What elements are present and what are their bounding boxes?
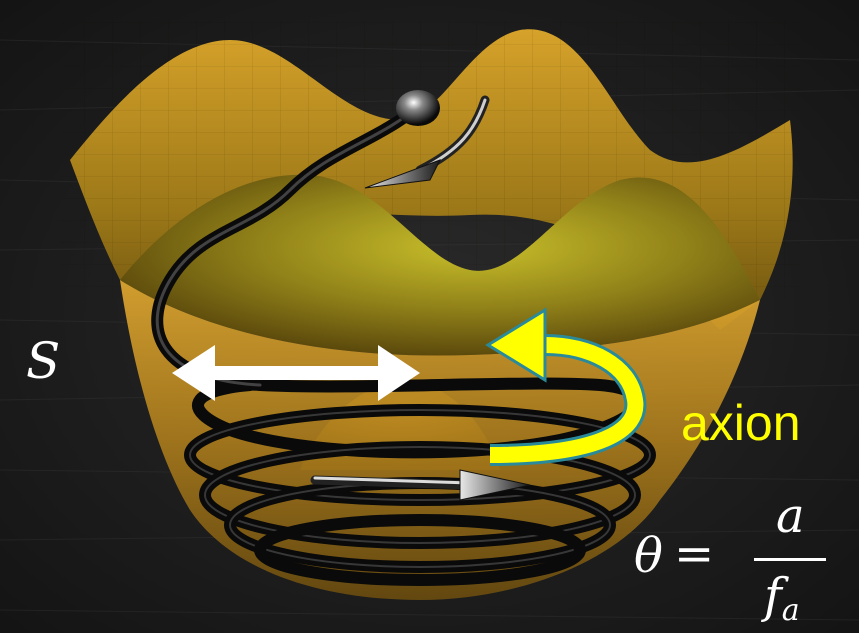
- denominator-base: f: [764, 568, 782, 624]
- potential-inner-bowl: [120, 174, 760, 356]
- rolling-ball: [396, 90, 440, 126]
- spiral-trajectory: [151, 99, 656, 586]
- radial-field-label: S: [26, 332, 61, 390]
- axion-label: axion: [681, 395, 801, 451]
- axion-equation: θ = a fa: [634, 492, 834, 632]
- equation-denominator: fa: [764, 572, 800, 626]
- equation-equals: =: [674, 526, 715, 582]
- denominator-subscript: a: [781, 593, 800, 628]
- rolling-arrow-top: [364, 95, 490, 189]
- axion-curved-arrow: [485, 307, 647, 466]
- radial-double-arrow: [172, 345, 420, 401]
- fraction-bar: [754, 558, 826, 561]
- angular-motion-arrow: [310, 469, 531, 501]
- equation-theta: θ: [634, 528, 663, 584]
- equation-numerator: a: [776, 488, 805, 544]
